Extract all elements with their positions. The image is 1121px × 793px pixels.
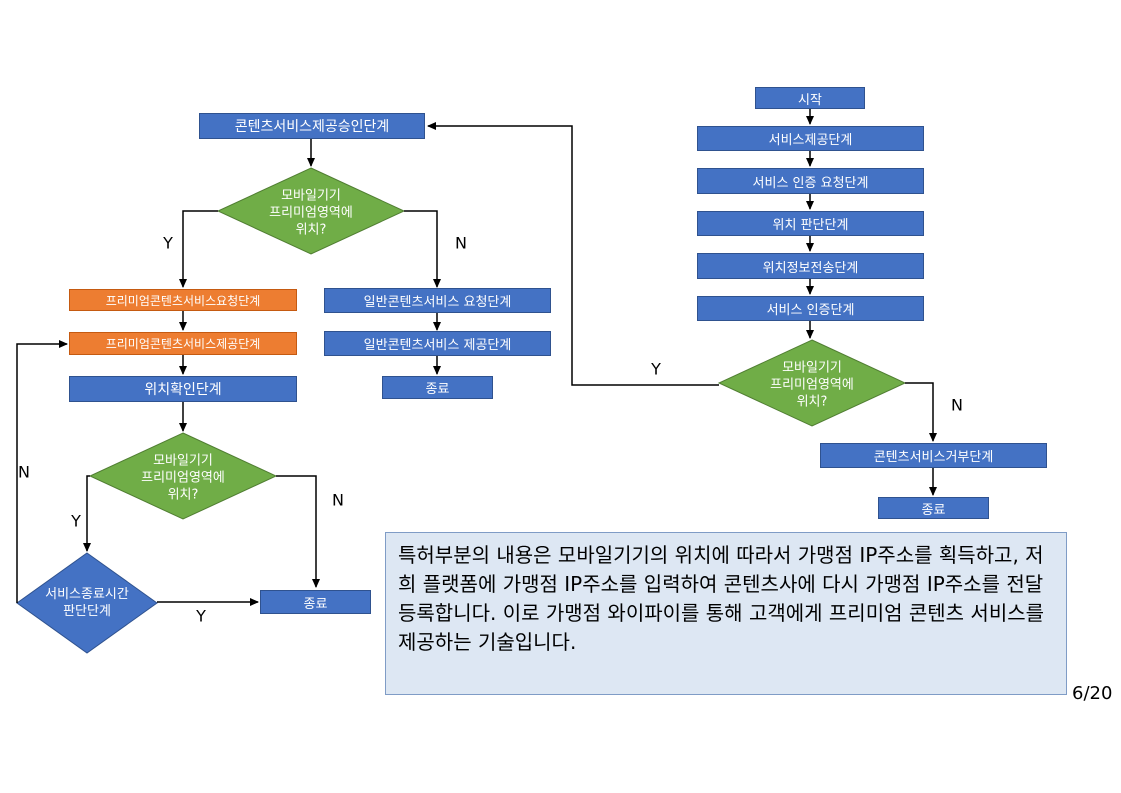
arrow-decision2-yes bbox=[83, 475, 91, 552]
decision-1-line-3: 위치? bbox=[295, 222, 327, 238]
yes-label-end-judge: Y bbox=[196, 606, 206, 626]
general-provide-step: 일반콘텐츠서비스 제공단계 bbox=[324, 331, 551, 356]
location-judge-step: 위치 판단단계 bbox=[697, 211, 924, 236]
decision-right-label: 모바일기기 프리미엄영역에 위치? bbox=[770, 360, 854, 411]
arrow-end-judge-no bbox=[16, 340, 68, 603]
no-label-end-judge: N bbox=[18, 462, 30, 482]
decision-right-line-3: 위치? bbox=[796, 394, 828, 410]
premium-request-step: 프리미엄콘텐츠서비스요청단계 bbox=[69, 289, 297, 311]
general-request-step: 일반콘텐츠서비스 요청단계 bbox=[324, 288, 551, 313]
end-step-general: 종료 bbox=[382, 376, 493, 399]
arrow-decision2-no bbox=[276, 475, 320, 588]
approval-step: 콘텐츠서비스제공승인단계 bbox=[199, 113, 425, 139]
arrow-right-decision-yes bbox=[427, 122, 719, 386]
page-number: 6/20 bbox=[1072, 683, 1113, 704]
service-provide-step: 서비스제공단계 bbox=[697, 126, 924, 151]
service-end-judge-line-2: 판단단계 bbox=[63, 604, 111, 619]
content-reject-step: 콘텐츠서비스거부단계 bbox=[820, 443, 1047, 468]
decision-2-line-3: 위치? bbox=[167, 487, 199, 503]
decision-diamond-right bbox=[717, 339, 907, 427]
end-step-bottom: 종료 bbox=[260, 590, 371, 614]
decision-2-line-2: 프리미엄영역에 bbox=[141, 470, 225, 486]
decision-2-label: 모바일기기 프리미엄영역에 위치? bbox=[141, 453, 225, 504]
service-auth-step: 서비스 인증단계 bbox=[697, 296, 924, 321]
decision-right-line-1: 모바일기기 bbox=[782, 360, 842, 376]
decision-2-line-1: 모바일기기 bbox=[153, 453, 213, 469]
start-step: 시작 bbox=[755, 87, 865, 109]
premium-provide-step: 프리미엄콘텐츠서비스제공단계 bbox=[69, 332, 297, 355]
auth-request-step: 서비스 인증 요청단계 bbox=[697, 168, 924, 194]
service-end-judge-line-1: 서비스종료시간 bbox=[45, 587, 129, 602]
location-check-step: 위치확인단계 bbox=[69, 376, 297, 402]
no-label-decision1: N bbox=[455, 233, 467, 253]
service-end-judge-label: 서비스종료시간 판단단계 bbox=[45, 586, 129, 620]
yes-label-decision-right: Y bbox=[651, 359, 661, 379]
arrow-decision1-no bbox=[404, 210, 441, 288]
decision-1-line-1: 모바일기기 bbox=[281, 188, 341, 204]
service-end-diamond bbox=[16, 552, 158, 654]
decision-1-label: 모바일기기 프리미엄영역에 위치? bbox=[269, 188, 353, 239]
decision-diamond-2 bbox=[88, 432, 278, 520]
no-label-decision2: N bbox=[332, 490, 344, 510]
end-step-right: 종료 bbox=[878, 497, 989, 519]
yes-label-decision2: Y bbox=[71, 511, 81, 531]
decision-right-line-2: 프리미엄영역에 bbox=[770, 377, 854, 393]
decision-diamond-1 bbox=[216, 167, 406, 255]
description-note: 특허부분의 내용은 모바일기기의 위치에 따라서 가맹점 IP주소를 획득하고,… bbox=[385, 532, 1067, 695]
arrow-right-decision-no bbox=[905, 382, 937, 442]
location-send-step: 위치정보전송단계 bbox=[697, 253, 924, 279]
no-label-decision-right: N bbox=[951, 395, 963, 415]
decision-1-line-2: 프리미엄영역에 bbox=[269, 205, 353, 221]
arrow-decision1-yes bbox=[179, 210, 218, 288]
yes-label-decision1: Y bbox=[163, 233, 173, 253]
